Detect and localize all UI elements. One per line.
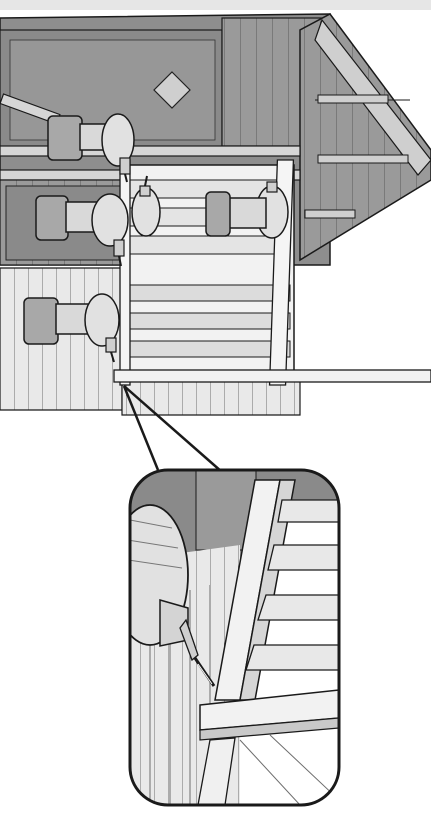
magnifier-callout-icon [112, 470, 339, 805]
roof-wing [300, 14, 431, 260]
